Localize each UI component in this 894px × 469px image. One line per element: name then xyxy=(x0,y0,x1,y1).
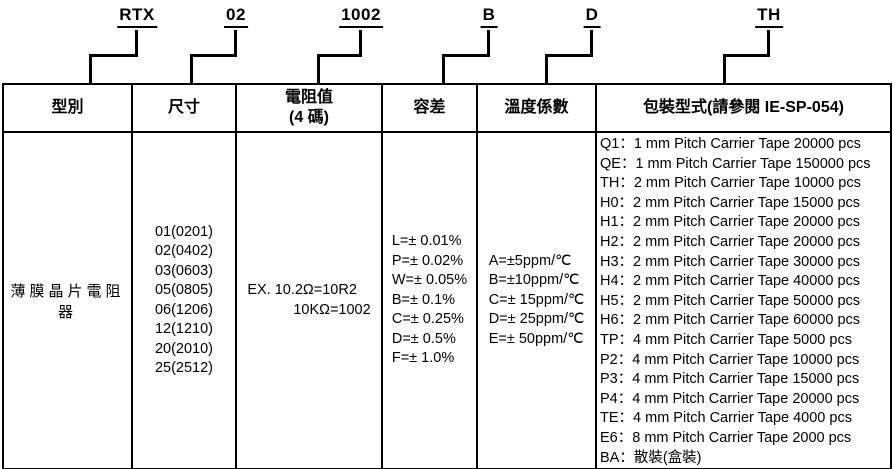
connector-line xyxy=(359,30,362,54)
size-option: 01(0201) xyxy=(154,223,214,240)
packaging-option: H6：2 mm Pitch Carrier Tape 60000 pcs xyxy=(600,312,861,329)
packaging-option: H3：2 mm Pitch Carrier Tape 30000 pcs xyxy=(600,253,861,270)
tcr-option: D=± 25ppm/℃ xyxy=(488,311,585,328)
code-segment-size: 02 xyxy=(224,5,248,28)
resistance-example-line2: 10KΩ=1002 xyxy=(293,301,371,318)
tolerance-option: F=± 1.0% xyxy=(391,350,455,367)
code-segment-tcr: D xyxy=(583,5,601,28)
size-option: 25(2512) xyxy=(154,360,214,377)
header-tcr: 溫度係數 xyxy=(476,83,597,133)
code-segment-packaging: TH xyxy=(755,5,783,28)
code-segment-resistance: 1002 xyxy=(339,5,383,28)
size-option: 20(2010) xyxy=(154,340,214,357)
tolerance-option: W=± 0.05% xyxy=(391,272,468,289)
code-segment-tolerance: B xyxy=(480,5,498,28)
connector-line xyxy=(590,30,593,54)
connector-line xyxy=(442,54,490,57)
packaging-option: H1：2 mm Pitch Carrier Tape 20000 pcs xyxy=(600,214,861,231)
connector-line xyxy=(190,54,237,57)
tcr-option: E=± 50ppm/℃ xyxy=(488,330,584,347)
spec-table-header-row: 型別 尺寸 電阻值 (4 碼) 容差 溫度係數 包裝型式(請參閱 IE-SP-0… xyxy=(2,83,892,133)
packaging-option: P3：4 mm Pitch Carrier Tape 15000 pcs xyxy=(600,371,860,388)
resistance-example-line1: EX. 10.2Ω=10R2 xyxy=(247,282,357,299)
connector-line xyxy=(89,54,138,57)
header-packaging: 包裝型式(請參閱 IE-SP-054) xyxy=(595,83,892,133)
tolerance-option: D=± 0.5% xyxy=(391,330,456,347)
connector-line xyxy=(442,57,445,83)
header-type: 型別 xyxy=(2,83,133,133)
size-list: 01(0201) 02(0402) 03(0603) 05(0805) 06(1… xyxy=(155,223,213,379)
connector-line xyxy=(135,30,138,54)
tcr-option: C=± 15ppm/℃ xyxy=(488,291,585,308)
packaging-list: Q1：1 mm Pitch Carrier Tape 20000 pcs QE：… xyxy=(598,134,889,467)
tcr-option: B=±10ppm/℃ xyxy=(488,272,580,289)
connector-line xyxy=(317,54,362,57)
header-resistance-line2: (4 碼) xyxy=(288,109,329,126)
size-option: 06(1206) xyxy=(154,301,214,318)
connector-line xyxy=(545,54,593,57)
header-resistance: 電阻值 (4 碼) xyxy=(235,83,383,133)
connector-line xyxy=(317,57,320,83)
connector-line xyxy=(487,30,490,54)
tolerance-option: C=± 0.25% xyxy=(391,311,464,328)
packaging-option: QE：1 mm Pitch Carrier Tape 150000 pcs xyxy=(600,155,871,172)
packaging-option: H0：2 mm Pitch Carrier Tape 15000 pcs xyxy=(600,194,861,211)
packaging-option: E6：8 mm Pitch Carrier Tape 2000 pcs xyxy=(600,429,852,446)
cell-sizes: 01(0201) 02(0402) 03(0603) 05(0805) 06(1… xyxy=(131,130,237,469)
packaging-option: H2：2 mm Pitch Carrier Tape 20000 pcs xyxy=(600,233,861,250)
packaging-option: P4：4 mm Pitch Carrier Tape 20000 pcs xyxy=(600,390,860,407)
tolerance-option: B=± 0.1% xyxy=(391,291,456,308)
cell-tcr: A=±5ppm/℃ B=±10ppm/℃ C=± 15ppm/℃ D=± 25p… xyxy=(476,130,597,469)
connector-line xyxy=(723,54,770,57)
header-tolerance: 容差 xyxy=(381,83,478,133)
header-size: 尺寸 xyxy=(131,83,237,133)
size-option: 03(0603) xyxy=(154,262,214,279)
spec-table-body-row: 薄膜晶片電阻器 01(0201) 02(0402) 03(0603) 05(08… xyxy=(2,130,892,469)
cell-tolerances: L=± 0.01% P=± 0.02% W=± 0.05% B=± 0.1% C… xyxy=(381,130,478,469)
size-option: 02(0402) xyxy=(154,243,214,260)
connector-line xyxy=(190,57,193,83)
size-option: 05(0805) xyxy=(154,282,214,299)
tcr-option: A=±5ppm/℃ xyxy=(488,252,572,269)
packaging-option: BA：散裝(盒裝) xyxy=(600,449,702,466)
packaging-option: TP：4 mm Pitch Carrier Tape 5000 pcs xyxy=(600,331,852,348)
tolerance-option: L=± 0.01% xyxy=(391,233,462,250)
tolerance-option: P=± 0.02% xyxy=(391,252,464,269)
packaging-option: H4：2 mm Pitch Carrier Tape 40000 pcs xyxy=(600,273,861,290)
packaging-option: P2：4 mm Pitch Carrier Tape 10000 pcs xyxy=(600,351,860,368)
connector-line xyxy=(545,57,548,83)
tolerance-list: L=± 0.01% P=± 0.02% W=± 0.05% B=± 0.1% C… xyxy=(392,232,467,369)
packaging-option: Q1：1 mm Pitch Carrier Tape 20000 pcs xyxy=(600,136,861,152)
size-option: 12(1210) xyxy=(154,321,214,338)
connector-line xyxy=(234,30,237,54)
cell-resistance-example: EX. 10.2Ω=10R2 10KΩ=1002 xyxy=(235,130,383,469)
resistance-example: EX. 10.2Ω=10R2 10KΩ=1002 xyxy=(247,281,370,320)
tcr-list: A=±5ppm/℃ B=±10ppm/℃ C=± 15ppm/℃ D=± 25p… xyxy=(489,252,585,350)
code-segment-series: RTX xyxy=(117,5,157,28)
packaging-option: TH：2 mm Pitch Carrier Tape 10000 pcs xyxy=(600,175,861,192)
packaging-option: TE：4 mm Pitch Carrier Tape 4000 pcs xyxy=(600,410,852,427)
connector-line xyxy=(723,57,726,83)
spec-table: 型別 尺寸 電阻值 (4 碼) 容差 溫度係數 包裝型式(請參閱 IE-SP-0… xyxy=(2,83,892,469)
connector-line xyxy=(89,57,92,83)
packaging-option: H5：2 mm Pitch Carrier Tape 50000 pcs xyxy=(600,292,861,309)
connector-line xyxy=(767,30,770,54)
cell-type: 薄膜晶片電阻器 xyxy=(2,130,133,469)
cell-packaging: Q1：1 mm Pitch Carrier Tape 20000 pcs QE：… xyxy=(595,130,892,469)
header-resistance-line1: 電阻值 xyxy=(284,89,333,106)
